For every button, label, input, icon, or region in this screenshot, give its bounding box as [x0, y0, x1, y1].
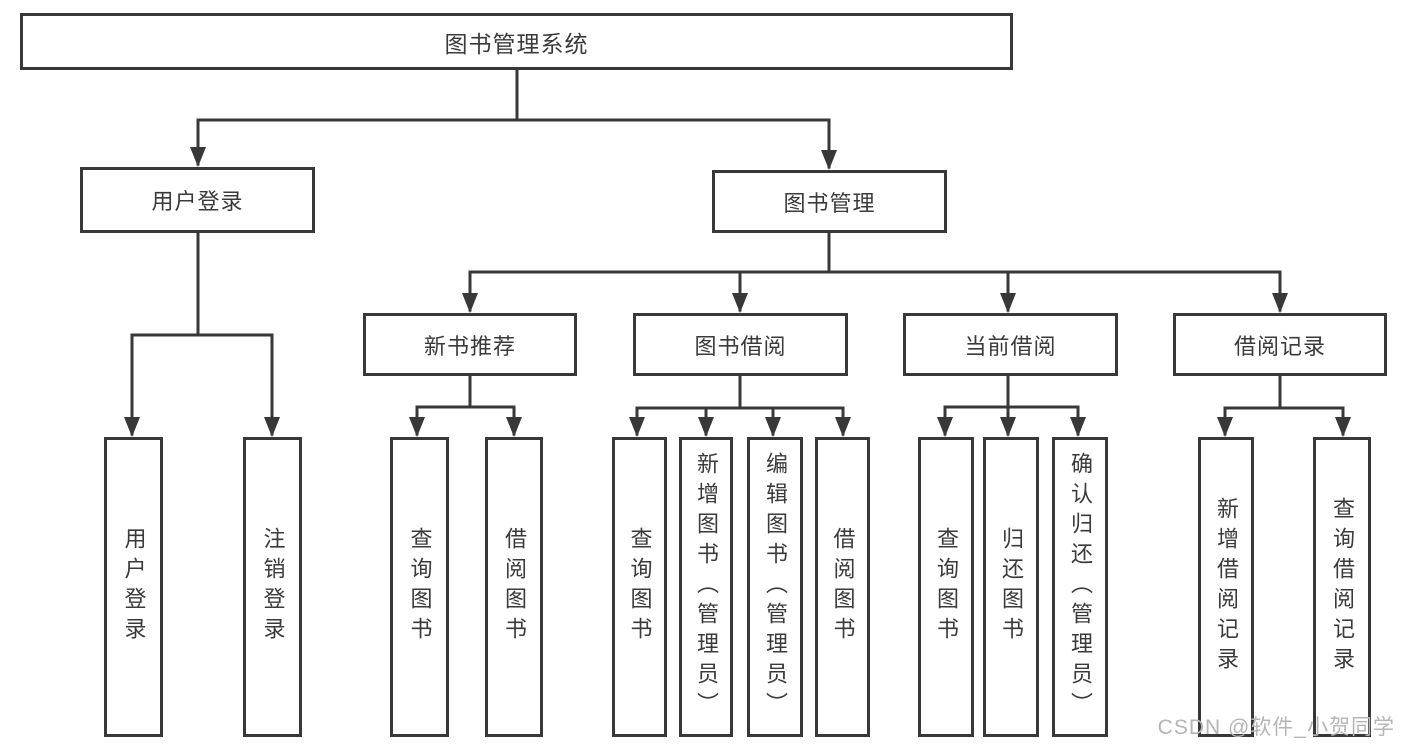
node-label: 用户登录 [151, 189, 244, 214]
leaf-add-borrow-record: 新增借阅记录 [1198, 437, 1254, 737]
node-borrow-records: 借阅记录 [1173, 313, 1387, 376]
node-label: 查询借阅记录 [1330, 497, 1355, 677]
leaf-user-login: 用户登录 [104, 437, 163, 737]
edge-root-to-level2 [190, 68, 837, 170]
node-library-management-system: 图书管理系统 [20, 13, 1013, 70]
node-label: 图书管理系统 [444, 30, 589, 57]
node-label: 归还图书 [999, 527, 1024, 647]
leaf-borrow-books: 借阅图书 [815, 437, 870, 737]
node-label: 编辑图书（管理员） [763, 452, 788, 722]
node-label: 图书管理 [783, 190, 876, 216]
node-label: 新书推荐 [423, 333, 516, 359]
node-current-borrow: 当前借阅 [903, 313, 1118, 376]
node-label: 图书借阅 [694, 333, 787, 359]
node-label: 注销登录 [260, 527, 286, 647]
node-label: 查询图书 [934, 527, 959, 647]
node-label: 当前借阅 [964, 333, 1057, 359]
leaf-logout: 注销登录 [243, 437, 302, 737]
node-label: 查询图书 [407, 527, 433, 647]
leaf-query-books-borrow: 查询图书 [612, 437, 667, 737]
leaf-query-borrow-record: 查询借阅记录 [1313, 437, 1371, 737]
leaf-query-books-current: 查询图书 [918, 437, 974, 737]
edge-new-book-recommend-to-leaves [409, 374, 522, 437]
leaf-return-book: 归还图书 [983, 437, 1039, 737]
node-label: 借阅记录 [1233, 333, 1326, 359]
node-label: 新增借阅记录 [1214, 497, 1239, 677]
node-book-management: 图书管理 [712, 170, 947, 233]
node-new-book-recommend: 新书推荐 [363, 313, 577, 376]
node-label: 用户登录 [121, 527, 147, 647]
node-book-borrow: 图书借阅 [633, 313, 848, 376]
leaf-borrow-books-recommend: 借阅图书 [485, 437, 543, 737]
node-label: 借阅图书 [830, 527, 856, 647]
node-label: 确认归还（管理员） [1068, 452, 1093, 722]
leaf-add-book-admin: 新增图书（管理员） [679, 437, 733, 737]
node-label: 借阅图书 [502, 527, 527, 647]
node-label: 新增图书（管理员） [694, 452, 719, 722]
edge-book-management-to-level3 [462, 231, 1288, 313]
edge-borrow-records-to-leaves [1217, 374, 1351, 437]
csdn-watermark: CSDN @软件_小贺同学 [1157, 716, 1395, 739]
node-label: 查询图书 [627, 527, 653, 647]
edge-current-borrow-to-leaves [937, 374, 1086, 437]
node-user-login-group: 用户登录 [80, 167, 315, 233]
leaf-edit-book-admin: 编辑图书（管理员） [747, 437, 803, 737]
leaf-query-books-recommend: 查询图书 [390, 437, 449, 737]
edge-book-borrow-to-leaves [629, 374, 851, 437]
edge-user-login-to-leaves [124, 231, 280, 437]
leaf-confirm-return-admin: 确认归还（管理员） [1052, 437, 1108, 737]
